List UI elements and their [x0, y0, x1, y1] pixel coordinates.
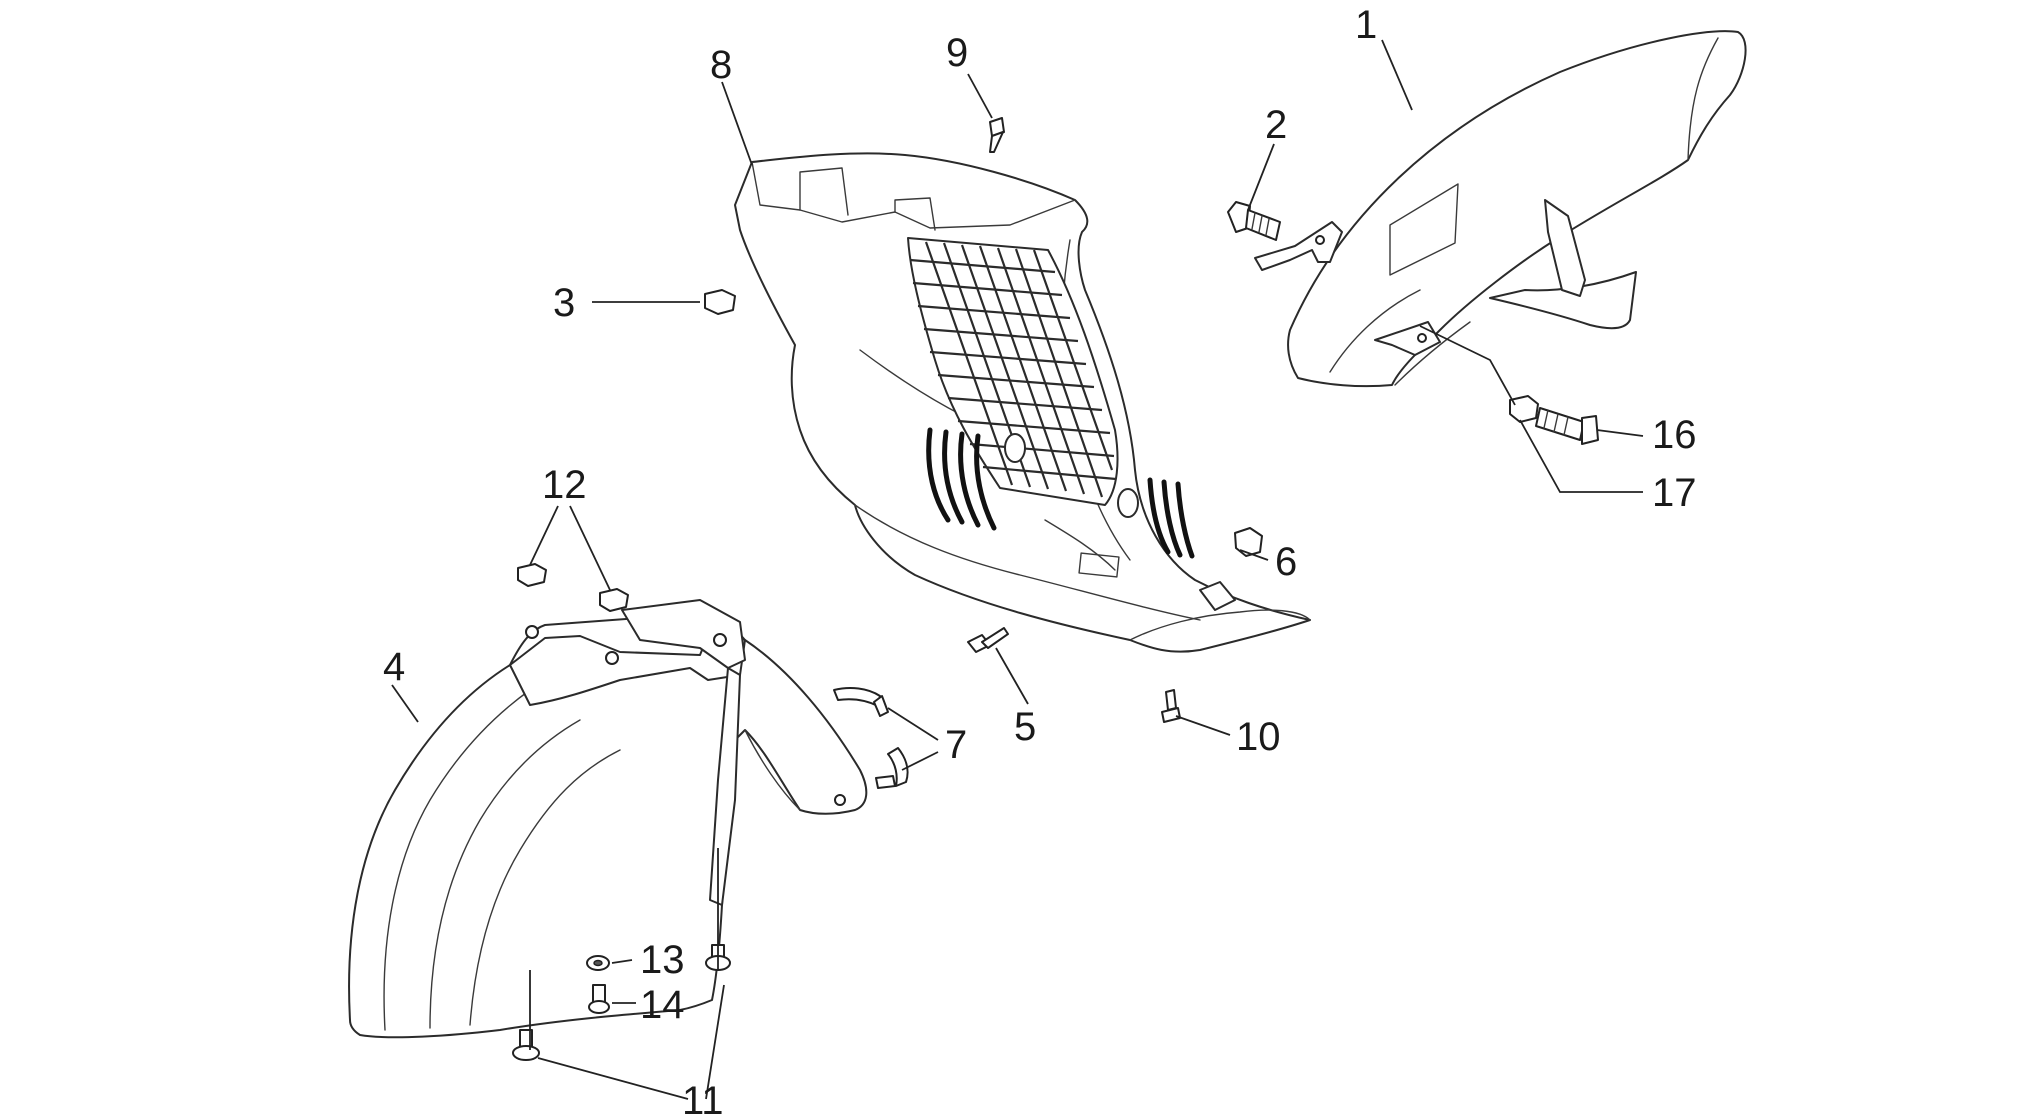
- callout-labels: 1 2 3 4 5 6 7 8 9 10 11 12 13 14 16 17: [383, 3, 1697, 1117]
- rear-mudguard-part: [1254, 30, 1747, 388]
- callout-3: 3: [553, 281, 575, 325]
- leg-shield-part: [734, 152, 1311, 653]
- vent-slots-right: [1147, 477, 1195, 559]
- callout-1: 1: [1355, 3, 1377, 47]
- vent-slots-left: [926, 427, 997, 531]
- callout-10: 10: [1236, 715, 1281, 759]
- screw-11b-hardware: [512, 1029, 540, 1061]
- clip-nut-3-hardware: [704, 289, 736, 315]
- washer-13-hardware: [586, 955, 610, 971]
- screw-10-hardware: [1161, 689, 1181, 723]
- callout-5: 5: [1014, 705, 1036, 749]
- callout-2: 2: [1265, 103, 1287, 147]
- leader-lines: [391, 39, 1644, 1100]
- clip-nut-17-hardware: [1509, 395, 1539, 423]
- clip-nut-12b-hardware: [599, 588, 629, 612]
- callout-12: 12: [542, 463, 587, 507]
- grille-mesh: [909, 241, 1117, 498]
- callout-4: 4: [383, 645, 405, 689]
- callout-9: 9: [946, 31, 968, 75]
- callout-13: 13: [640, 938, 685, 982]
- hose-clips-7-hardware: [833, 687, 909, 789]
- screw-14-hardware: [588, 984, 610, 1014]
- callout-14: 14: [640, 983, 685, 1027]
- callout-16: 16: [1652, 413, 1697, 457]
- callout-7: 7: [945, 723, 967, 767]
- bolt-16-hardware: [1535, 407, 1599, 445]
- clip-nut-12a-hardware: [517, 563, 547, 587]
- screw-5-hardware: [967, 627, 1009, 653]
- screw-9-hardware: [989, 117, 1005, 153]
- bolt-2-hardware: [1227, 201, 1281, 241]
- clip-nut-6-hardware: [1234, 527, 1263, 557]
- callout-17: 17: [1652, 471, 1697, 515]
- front-mudguard-part: [348, 599, 868, 1039]
- callout-6: 6: [1275, 540, 1297, 584]
- callout-8: 8: [710, 43, 732, 87]
- callout-11: 11: [682, 1079, 724, 1117]
